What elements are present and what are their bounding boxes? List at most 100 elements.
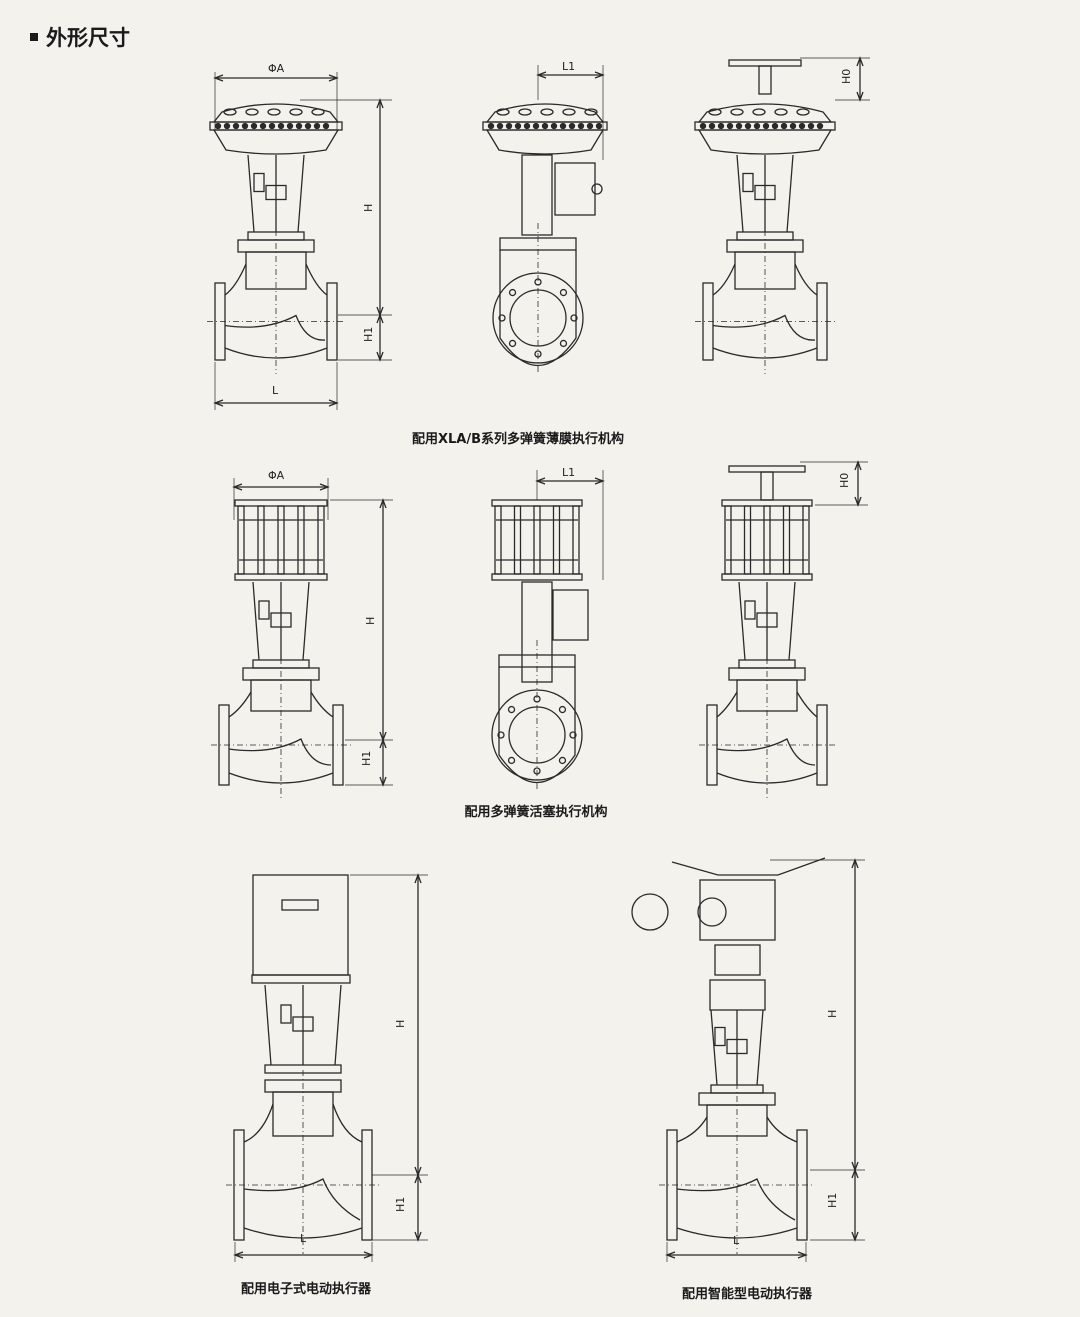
flange-bolt: [505, 122, 513, 130]
gearbox: [552, 589, 589, 641]
cylinder-bottom-plate: [721, 573, 813, 581]
handwheel-stem: [760, 471, 774, 501]
gearbox: [554, 162, 596, 216]
flange-bolt: [699, 122, 707, 130]
arrowheads: [376, 313, 384, 362]
flange-bolt: [568, 122, 576, 130]
label-H1-2: H1: [360, 751, 373, 766]
flange-bolt: [268, 122, 276, 130]
flange-bolt: [595, 122, 603, 130]
bolt-hole: [569, 731, 577, 739]
flange-bolt: [514, 122, 522, 130]
label-L1-2: L1: [562, 466, 575, 479]
label-H1-1: H1: [362, 327, 375, 342]
section-heading: 外形尺寸: [30, 22, 130, 52]
arrowheads: [414, 1173, 422, 1242]
spring-window: [289, 108, 303, 116]
flange-bolt: [277, 122, 285, 130]
yoke: [252, 581, 310, 661]
flange-bolt: [780, 122, 788, 130]
bolt-hole: [498, 314, 506, 322]
flange-bolt: [250, 122, 258, 130]
section-title: 外形尺寸: [46, 26, 130, 50]
flange-bolt: [744, 122, 752, 130]
handwheel-spokes: [671, 857, 826, 876]
extension-column: [521, 154, 553, 236]
spring-window: [223, 108, 237, 116]
arrowheads: [851, 1168, 859, 1242]
bracket: [709, 979, 766, 1011]
stem-connector: [265, 184, 287, 201]
flange-bolt: [259, 122, 267, 130]
cylinder-bottom-plate: [234, 573, 328, 581]
flange-bolt: [241, 122, 249, 130]
flange-bolt: [816, 122, 824, 130]
nameplate: [281, 899, 319, 911]
flange-bolt: [586, 122, 594, 130]
bolt-hole: [558, 705, 567, 714]
stem-connector: [270, 612, 292, 628]
label-phiA-1: ΦA: [268, 62, 285, 75]
label-H-3: H: [394, 1020, 407, 1028]
arrowheads: [535, 477, 605, 485]
spring-window: [518, 108, 532, 116]
spring-window: [540, 108, 554, 116]
spring-window: [267, 108, 281, 116]
label-L-1: L: [272, 384, 279, 397]
yoke: [264, 984, 342, 1066]
arrowheads: [536, 71, 605, 79]
spring-window: [496, 108, 510, 116]
diaphragm-flange: [209, 121, 343, 131]
flange-bolt: [550, 122, 558, 130]
arrowheads: [232, 483, 330, 491]
tie-rod: [257, 505, 265, 575]
flange-bolt: [541, 122, 549, 130]
diaphragm-flange: [694, 121, 836, 131]
stem-connector: [726, 1038, 748, 1055]
handwheel: [728, 465, 806, 473]
diaphragm-lower: [212, 129, 340, 155]
flange-bolt: [322, 122, 330, 130]
tie-rod: [743, 505, 752, 575]
flange-bolt: [726, 122, 734, 130]
drawing-shapes: [207, 56, 870, 1262]
yoke: [247, 154, 305, 233]
flange-bolt: [523, 122, 531, 130]
label-L-3: L: [300, 1232, 307, 1245]
stem-connector: [292, 1016, 314, 1032]
label-H0-2: H0: [838, 473, 851, 488]
positioner: [258, 600, 270, 620]
handwheel: [728, 59, 802, 67]
flange-bolt: [214, 122, 222, 130]
coupling: [714, 944, 761, 976]
spring-window: [311, 108, 325, 116]
label-H1-4: H1: [826, 1193, 839, 1208]
spring-window: [774, 108, 788, 116]
actuator-base: [251, 974, 351, 984]
label-H0-1: H0: [840, 69, 853, 84]
gearbox-housing: [699, 879, 776, 941]
flange-bolt: [762, 122, 770, 130]
valve-body: [243, 1103, 363, 1239]
bolt-hole: [508, 339, 517, 348]
flange-bolt: [708, 122, 716, 130]
yoke: [710, 1009, 764, 1086]
spring-window: [752, 108, 766, 116]
control-box: [631, 893, 669, 931]
diaphragm-flange: [482, 121, 608, 131]
bolt-hole: [570, 314, 578, 322]
flange-bolt: [807, 122, 815, 130]
valve-body: [228, 691, 334, 784]
tie-rod: [572, 505, 580, 575]
arrowheads: [379, 738, 387, 787]
tie-rod: [237, 505, 245, 575]
flange-bolt: [717, 122, 725, 130]
stem-connector: [756, 612, 778, 628]
flange-bolt: [735, 122, 743, 130]
yoke: [738, 581, 796, 661]
motor-cover: [697, 897, 727, 927]
caption-electronic: 配用电子式电动执行器: [240, 1282, 372, 1297]
diaphragm-upper: [697, 103, 833, 123]
diaphragm-upper: [485, 103, 605, 123]
label-phiA-2: ΦA: [268, 469, 285, 482]
